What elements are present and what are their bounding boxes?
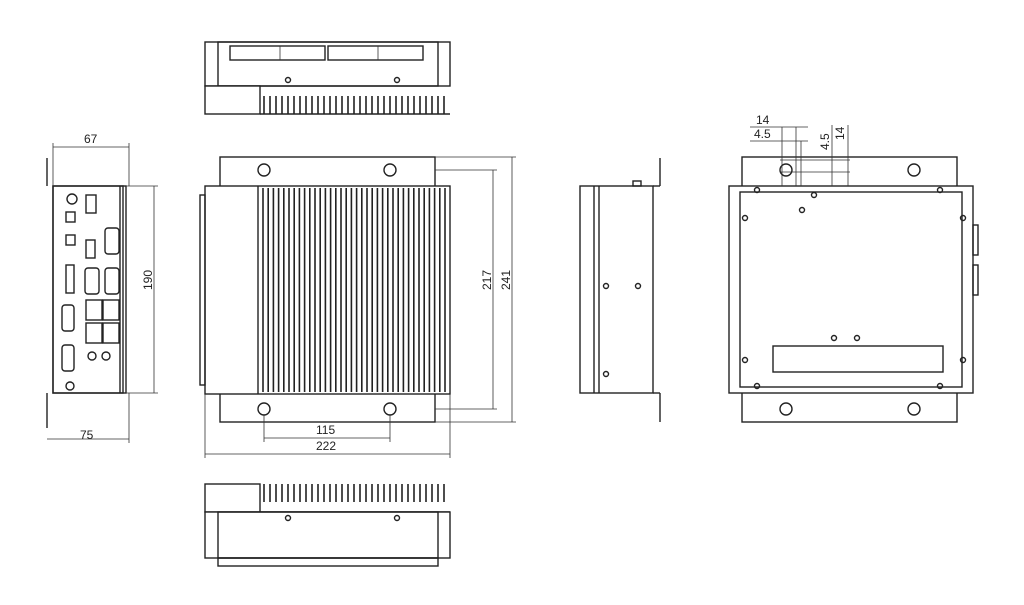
bottom-front-view (204, 483, 451, 567)
main-heatsink-view (199, 156, 451, 423)
dim-4-5-vertical: 4.5 (818, 133, 832, 150)
dim-14-vertical: 14 (833, 126, 847, 140)
side-io-view (46, 158, 127, 428)
main-fins (262, 188, 446, 392)
dim-67: 67 (84, 132, 98, 146)
dim-14-horizontal: 14 (756, 113, 770, 127)
dim-217: 217 (480, 270, 494, 290)
dim-115: 115 (316, 423, 335, 437)
bottom-fins (263, 484, 445, 502)
main-dimensions: 115 222 217 241 (204, 156, 516, 458)
dim-190: 190 (141, 270, 155, 290)
dim-4-5-horizontal: 4.5 (754, 127, 771, 141)
dim-222: 222 (316, 439, 336, 453)
dim-241: 241 (499, 270, 513, 290)
side-dimensions: 67 75 190 (47, 132, 158, 443)
top-fins (263, 96, 445, 114)
dim-75: 75 (80, 428, 94, 442)
slot-dimensions: 14 4.5 4.5 14 (750, 113, 850, 186)
bottom-plate-view (728, 156, 979, 423)
top-rear-view (204, 41, 451, 115)
narrow-side-view (579, 158, 661, 422)
